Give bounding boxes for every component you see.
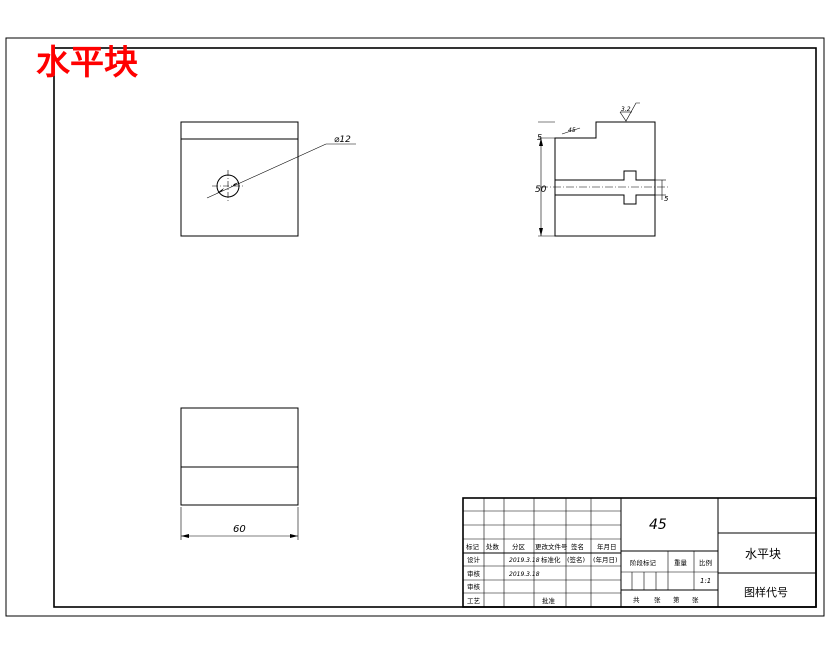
width-dimension: 60	[233, 524, 246, 535]
roughness-value: 3.2	[621, 106, 631, 113]
front-view: ⌀12	[180, 121, 356, 237]
scale-value: 1:1	[700, 577, 711, 585]
chamfer-dimension: 45	[568, 127, 576, 134]
sheet-total-suffix: 张	[654, 595, 661, 604]
design-date: 2019.3.18	[509, 557, 540, 564]
header-count: 处数	[486, 542, 500, 551]
review-label: 审核	[467, 569, 481, 578]
title-block: 45 水平块 图样代号 标记 处数 分区 更改文件号 签名 年月日 设计 201…	[462, 497, 817, 608]
weight-label: 重量	[674, 559, 688, 567]
scale-label: 比例	[699, 558, 712, 567]
top-step-dimension: 5	[537, 133, 542, 142]
outer-frame	[5, 37, 825, 617]
standardize-label: 标准化	[541, 555, 561, 564]
sheet-current-prefix: 第	[673, 595, 680, 604]
header-zone: 分区	[512, 542, 526, 551]
stage-mark-label: 阶段标记	[630, 558, 657, 567]
check-label: 审核	[467, 582, 481, 591]
process-label: 工艺	[467, 597, 481, 605]
drawing-title: 水平块	[36, 43, 138, 83]
signature-label: (签名)	[567, 555, 585, 564]
header-mark: 标记	[466, 542, 480, 551]
height-dimension: 50	[535, 185, 547, 195]
header-change-doc: 更改文件号	[535, 542, 568, 551]
review-date: 2019.3.18	[509, 571, 540, 578]
material-value: 45	[649, 517, 667, 533]
sheet-current-suffix: 张	[692, 595, 699, 604]
approve-label: 批准	[542, 596, 556, 605]
section-view: 45 50 5 5 3.2	[535, 102, 669, 237]
design-label: 设计	[467, 555, 481, 564]
inner-border	[53, 47, 817, 608]
diameter-dimension: ⌀12	[334, 135, 351, 145]
header-date: 年月日	[597, 542, 617, 551]
date-label: (年月日)	[593, 555, 618, 564]
diameter-leader	[206, 143, 327, 199]
top-view: 60	[180, 407, 299, 540]
sheet-total-prefix: 共	[633, 595, 640, 604]
lower-hatch	[554, 194, 656, 237]
drawing-number-label: 图样代号	[744, 585, 788, 599]
part-name: 水平块	[745, 547, 781, 561]
hole-step-dimension: 5	[664, 195, 669, 203]
header-signature: 签名	[571, 542, 584, 551]
